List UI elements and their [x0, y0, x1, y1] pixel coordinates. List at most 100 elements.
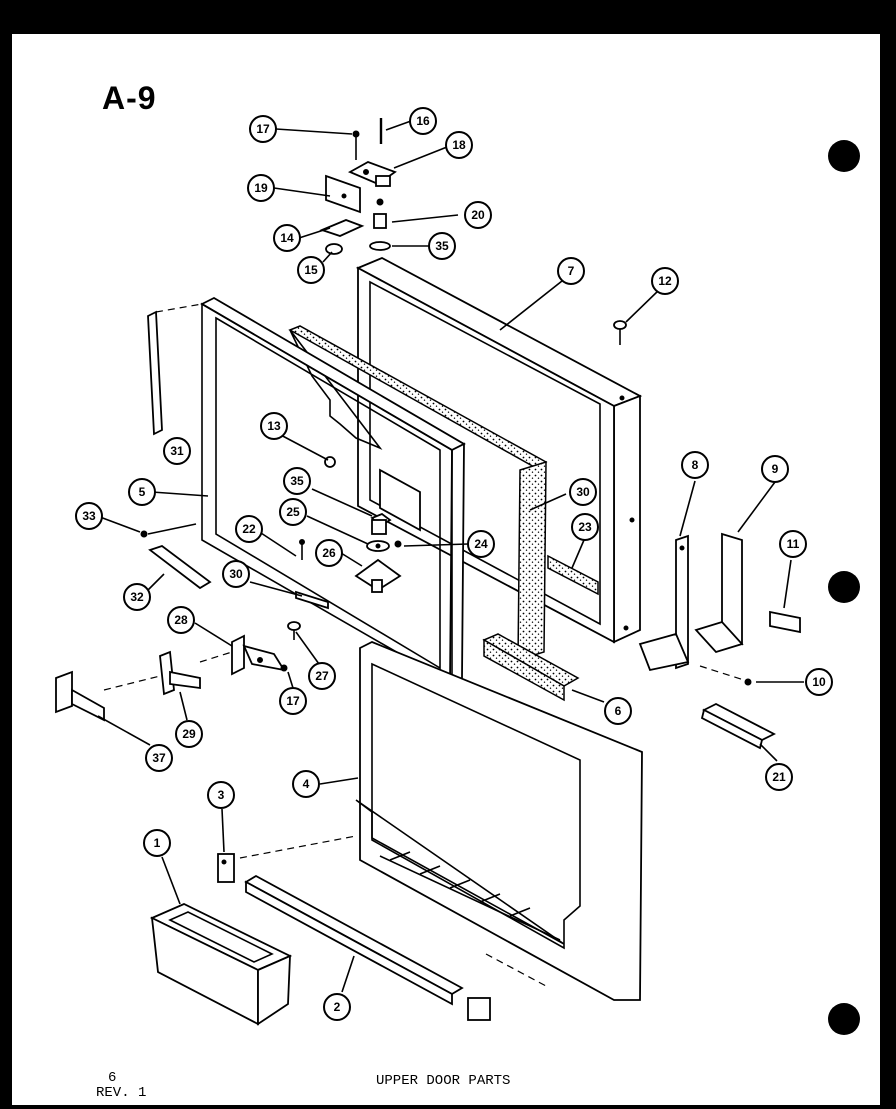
callout-circle	[163, 437, 191, 465]
bottom-parts	[149, 853, 491, 1026]
callout-circle	[222, 560, 250, 588]
page-title: A-9	[102, 80, 157, 116]
callout-number: 33	[82, 509, 96, 523]
callout-6: 6	[604, 697, 632, 725]
callout-circle	[283, 467, 311, 495]
callout-number: 35	[290, 474, 304, 488]
callout-number: 5	[139, 485, 146, 499]
callout-35: 35	[428, 232, 456, 260]
callout-18: 18	[445, 131, 473, 159]
page-number: 6	[108, 1070, 117, 1086]
callout-30: 30	[569, 478, 597, 506]
callout-32: 32	[123, 583, 151, 611]
callout-circle	[235, 515, 263, 543]
callout-circle	[128, 478, 156, 506]
callout-circle	[779, 530, 807, 558]
callout-1: 1	[143, 829, 171, 857]
callout-number: 28	[174, 613, 188, 627]
outer-door-panel	[355, 257, 643, 644]
callout-3: 3	[207, 781, 235, 809]
callout-number: 30	[229, 567, 243, 581]
revision-label: REV. 1	[96, 1085, 147, 1101]
callout-29: 29	[175, 720, 203, 748]
callout-12: 12	[651, 267, 679, 295]
callout-number: 7	[568, 264, 575, 278]
callout-2: 2	[323, 993, 351, 1021]
leader-lines	[97, 120, 804, 993]
callout-number: 25	[286, 505, 300, 519]
door-gasket-frame	[288, 325, 599, 662]
callout-number: 12	[658, 274, 672, 288]
callout-circle	[765, 763, 793, 791]
callout-circle	[279, 498, 307, 526]
callout-number: 15	[304, 263, 318, 277]
callout-7: 7	[557, 257, 585, 285]
callout-circle	[175, 720, 203, 748]
callout-4: 4	[292, 770, 320, 798]
binder-hole-bottom	[828, 1003, 860, 1035]
callout-circle	[123, 583, 151, 611]
callout-number: 9	[772, 462, 779, 476]
callout-number: 21	[772, 770, 786, 784]
callout-number: 29	[182, 727, 196, 741]
center-hinge-hardware	[295, 456, 402, 610]
callout-15: 15	[297, 256, 325, 284]
top-hinge-assembly	[319, 118, 397, 266]
callout-circle	[604, 697, 632, 725]
callout-circle	[805, 668, 833, 696]
callout-number: 17	[256, 122, 270, 136]
callout-number: 16	[416, 114, 430, 128]
callout-circle	[75, 502, 103, 530]
callout-25: 25	[279, 498, 307, 526]
callout-5: 5	[128, 478, 156, 506]
callout-number: 8	[692, 458, 699, 472]
diagram-caption: UPPER DOOR PARTS	[376, 1073, 511, 1089]
callout-circle	[681, 451, 709, 479]
callout-circle	[273, 224, 301, 252]
callout-number: 20	[471, 208, 485, 222]
binder-hole-middle	[828, 571, 860, 603]
callout-23: 23	[571, 513, 599, 541]
callout-number: 13	[267, 419, 281, 433]
callout-22: 22	[235, 515, 263, 543]
callout-number: 14	[280, 231, 294, 245]
callout-circle	[297, 256, 325, 284]
callout-26: 26	[315, 539, 343, 567]
callout-circle	[247, 174, 275, 202]
callout-circle	[207, 781, 235, 809]
callout-circle	[292, 770, 320, 798]
callout-number: 10	[812, 675, 826, 689]
callout-number: 18	[452, 138, 466, 152]
callout-circle	[557, 257, 585, 285]
callout-number: 19	[254, 181, 268, 195]
callout-37: 37	[145, 744, 173, 772]
callout-circle	[308, 662, 336, 690]
callout-number: 22	[242, 522, 256, 536]
callout-circle	[323, 993, 351, 1021]
callout-circle	[279, 687, 307, 715]
callout-number: 32	[130, 590, 144, 604]
callout-circle	[409, 107, 437, 135]
callout-16: 16	[409, 107, 437, 135]
callout-number: 26	[322, 546, 336, 560]
door-inner-liner	[239, 641, 643, 1001]
callout-number: 23	[578, 520, 592, 534]
right-hinge-hardware	[482, 532, 801, 750]
callout-circle	[145, 744, 173, 772]
callout-number: 1	[154, 836, 161, 850]
callout-circle	[464, 201, 492, 229]
callout-21: 21	[765, 763, 793, 791]
callout-number: 17	[286, 694, 300, 708]
callout-circle	[143, 829, 171, 857]
callout-24: 24	[467, 530, 495, 558]
callout-31: 31	[163, 437, 191, 465]
callout-35: 35	[283, 467, 311, 495]
callout-11: 11	[779, 530, 807, 558]
callout-circle	[571, 513, 599, 541]
callout-number: 27	[315, 669, 329, 683]
callout-circle	[167, 606, 195, 634]
left-hinge-hardware	[55, 523, 301, 722]
binder-hole-top	[828, 140, 860, 172]
